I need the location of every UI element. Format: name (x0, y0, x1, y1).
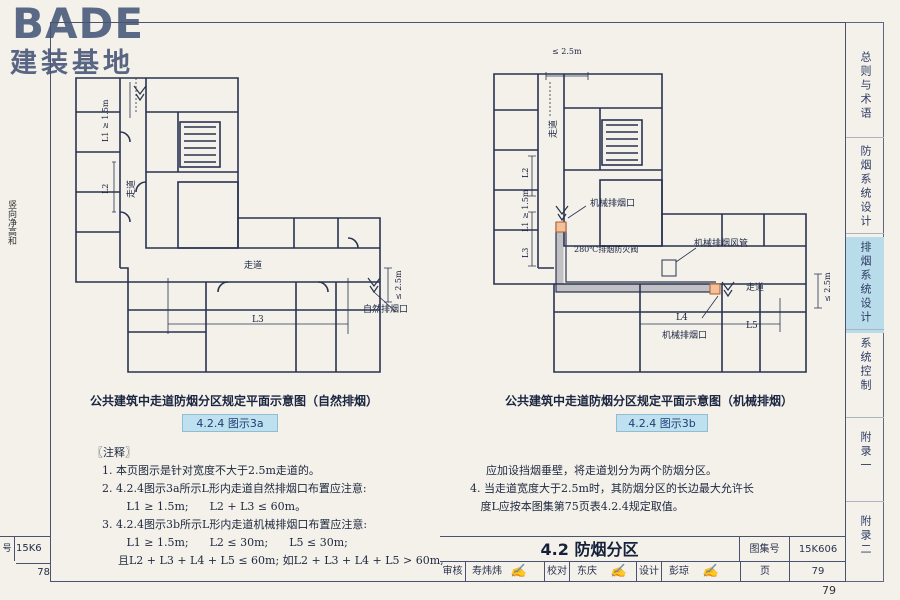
sidebar-divider (846, 233, 884, 234)
notes-left: 〖注释〗 1. 本页图示是针对宽度不大于2.5m走道的。 2. 4.2.4图示3… (92, 444, 452, 570)
designer-signature: ✍ (702, 564, 719, 579)
drawing-frame (50, 22, 846, 582)
logo-wordmark: BADE (12, 0, 145, 48)
previous-page-strip: 号 15K6 78 (0, 536, 50, 583)
note-line: 度L应按本图集第75页表4.2.4规定取值。 (470, 500, 684, 513)
caption-mechanical: 公共建筑中走道防烟分区规定平面示意图（机械排烟） (505, 394, 794, 408)
note-line: 2. 4.2.4图示3a所示L形内走道自然排烟口布置应注意: (102, 482, 367, 495)
prev-page-no: 78 (16, 563, 50, 582)
plan-b-mech-outlet-label-2: 机械排烟口 (662, 329, 707, 341)
sidebar-item-label: 排烟系统设计 (859, 241, 872, 325)
plan-a-corridor-h-label: 走道 (244, 259, 262, 271)
check-label: 校对 (544, 562, 570, 582)
plan-b-corridor-h-label: 走道 (746, 281, 764, 293)
plan-b-l3-label: L3 (521, 248, 530, 258)
prev-page-cell: 号 (0, 537, 15, 561)
note-line: 4. 当走道宽度大于2.5m时，其防烟分区的长边最大允许长 (470, 482, 754, 495)
margin-vertical-label: 竖向净高和 (6, 200, 16, 245)
sidebar-divider (846, 417, 884, 418)
floor-plan-mechanical: 走道 走道 L1 ≥ 1.5m L2 L3 L4 L5 ≤ 2.5m ≤ 2.5… (490, 46, 838, 376)
designer-name: 彭琼 (669, 566, 689, 577)
floor-plan-natural: 走道 走道 L1 ≥ 1.5m L2 L3 ≤ 2.5m 自然排烟口 (68, 72, 408, 377)
atlas-number: 15K606 (790, 537, 846, 562)
title-block: 4.2 防烟分区 图集号 15K606 审核 寿炜炜 ✍ 校对 东庆 ✍ 设计 … (440, 536, 846, 582)
plan-a-outlet-label: 自然排烟口 (363, 303, 408, 315)
page-number: 79 (822, 584, 836, 597)
plan-b-l2-label: L2 (521, 168, 530, 178)
figure-tag-3a: 4.2.4 图示3a (182, 414, 278, 432)
plan-b-l5-label: L5 (746, 321, 758, 331)
plan-b-damper-label: 280℃排烟防火阀 (574, 244, 638, 254)
notes-right: 应加设挡烟垂壁，将走道划分为两个防烟分区。 4. 当走道宽度大于2.5m时，其防… (470, 462, 810, 516)
brand-logo: BADE 建装基地 (0, 0, 176, 84)
plan-a-l1-label: L1 ≥ 1.5m (101, 99, 110, 142)
sidebar-item-label: 系统控制 (859, 337, 872, 393)
note-line: 1. 本页图示是针对宽度不大于2.5m走道的。 (102, 464, 320, 477)
plan-b-width-right-label: ≤ 2.5m (823, 272, 832, 302)
figure-tag-3b: 4.2.4 图示3b (616, 414, 708, 432)
plan-a-l2-label: L2 (101, 184, 110, 194)
plan-b-width-top-label: ≤ 2.5m (552, 47, 582, 56)
plan-a-width-label: ≤ 2.5m (394, 270, 403, 300)
page-value: 79 (811, 566, 825, 577)
design-label: 设计 (636, 562, 662, 582)
note-line: 应加设挡烟垂壁，将走道划分为两个防烟分区。 (486, 464, 717, 477)
sidebar-item-control[interactable]: 系统控制 (846, 333, 884, 409)
sidebar-item-smoke-exhaust[interactable]: 排烟系统设计 (846, 237, 884, 333)
sidebar-item-label: 防烟系统设计 (859, 145, 872, 229)
checker-signature: ✍ (610, 564, 627, 579)
atlas-label: 图集号 (740, 537, 790, 562)
plan-b-duct-label: 机械排烟风管 (694, 237, 748, 249)
sidebar-divider (846, 501, 884, 502)
plan-b-corridor-label: 走道 (547, 120, 559, 138)
note-line: L1 ≥ 1.5m; L2 + L3 ≤ 60m。 (116, 500, 307, 513)
reviewer-name: 寿炜炜 (472, 566, 502, 577)
note-line: 3. 4.2.4图示3b所示L形内走道机械排烟口布置应注意: (102, 518, 368, 531)
note-line: 且L2 + L3 + L4 + L5 ≤ 60m; 如L2 + L3 + L4 … (118, 554, 444, 567)
reviewer-signature: ✍ (510, 564, 527, 579)
chapter-sidebar: 总则与术语 防烟系统设计 排烟系统设计 系统控制 附录一 附录二 (846, 22, 884, 582)
plan-b-mech-outlet-label-1: 机械排烟口 (590, 197, 635, 209)
plan-b-l1-label: L1 ≥ 1.5m (521, 189, 530, 232)
sidebar-item-appendix-1[interactable]: 附录一 (846, 425, 884, 495)
plan-a-l3-label: L3 (252, 315, 264, 325)
sidebar-item-smoke-prevention[interactable]: 防烟系统设计 (846, 141, 884, 235)
caption-natural: 公共建筑中走道防烟分区规定平面示意图（自然排烟） (90, 394, 379, 408)
plan-a-corridor-label: 走道 (125, 180, 137, 198)
checker-name: 东庆 (577, 566, 597, 577)
sidebar-divider (846, 137, 884, 138)
sidebar-item-general[interactable]: 总则与术语 (846, 51, 884, 139)
sidebar-item-appendix-2[interactable]: 附录二 (846, 509, 884, 579)
prev-atlas-no: 15K6 (16, 543, 42, 554)
notes-heading: 〖注释〗 (92, 446, 136, 459)
sidebar-item-label: 附录一 (859, 431, 872, 473)
logo-subtitle: 建装基地 (10, 48, 134, 79)
note-line: L1 ≥ 1.5m; L2 ≤ 30m; L5 ≤ 30m; (116, 536, 348, 549)
sidebar-item-label: 附录二 (859, 515, 872, 557)
review-label: 审核 (440, 562, 466, 582)
plan-b-l4-label: L4 (676, 313, 688, 323)
section-title: 4.2 防烟分区 (440, 537, 740, 562)
page-label: 页 (740, 562, 790, 582)
sidebar-item-label: 总则与术语 (859, 51, 872, 121)
sidebar-divider (846, 329, 884, 330)
